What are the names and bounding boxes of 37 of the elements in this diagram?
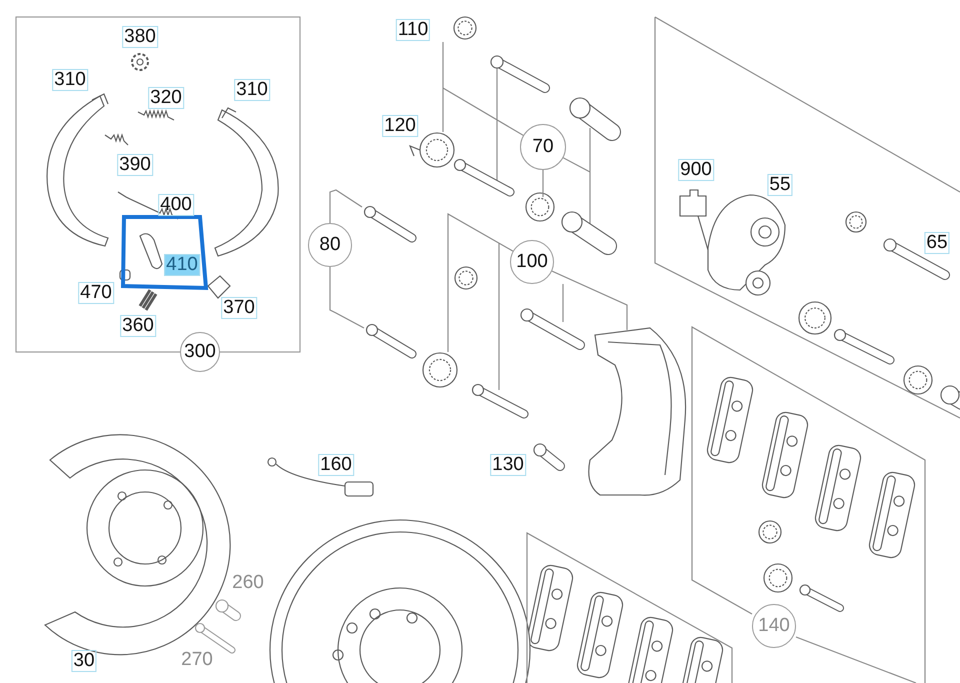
callout-number: 80	[319, 234, 341, 256]
callout-number: 320	[148, 87, 184, 109]
callout-number: 140	[758, 615, 790, 637]
leader-line	[542, 170, 544, 197]
callout-circle	[308, 223, 352, 267]
leader-line	[447, 213, 514, 352]
callout-number: 470	[78, 282, 114, 304]
callout-number: 410	[164, 254, 200, 276]
callout-number: 130	[490, 454, 526, 476]
callout-number: 900	[678, 159, 714, 181]
leader-line	[552, 270, 628, 330]
leader-line	[563, 157, 590, 172]
callout-number: 55	[767, 174, 793, 196]
callout-circle	[752, 604, 796, 648]
callout-number: 370	[221, 297, 257, 319]
callout-number: 380	[122, 26, 158, 48]
callout-number: 70	[532, 136, 554, 158]
callout-number: 120	[382, 115, 418, 137]
callout-number: 65	[924, 232, 950, 254]
callout-number: 110	[396, 19, 430, 41]
callout-circle	[180, 332, 220, 372]
callout-number: 100	[516, 251, 548, 273]
callout-number: 400	[158, 194, 194, 216]
leader-line	[442, 88, 524, 136]
callout-circle	[510, 240, 554, 284]
callout-number: 30	[71, 650, 97, 672]
callout-number: 360	[120, 315, 156, 337]
callout-number: 270	[180, 650, 214, 670]
callout-number: 310	[234, 79, 270, 101]
callout-number: 310	[52, 69, 88, 91]
callout-number: 390	[117, 154, 153, 176]
callout-number: 260	[231, 573, 265, 593]
leader-line	[329, 189, 362, 223]
leader-line	[329, 267, 364, 328]
callout-circle	[520, 124, 566, 170]
callout-number: 160	[318, 454, 354, 476]
callout-number: 300	[184, 341, 216, 363]
